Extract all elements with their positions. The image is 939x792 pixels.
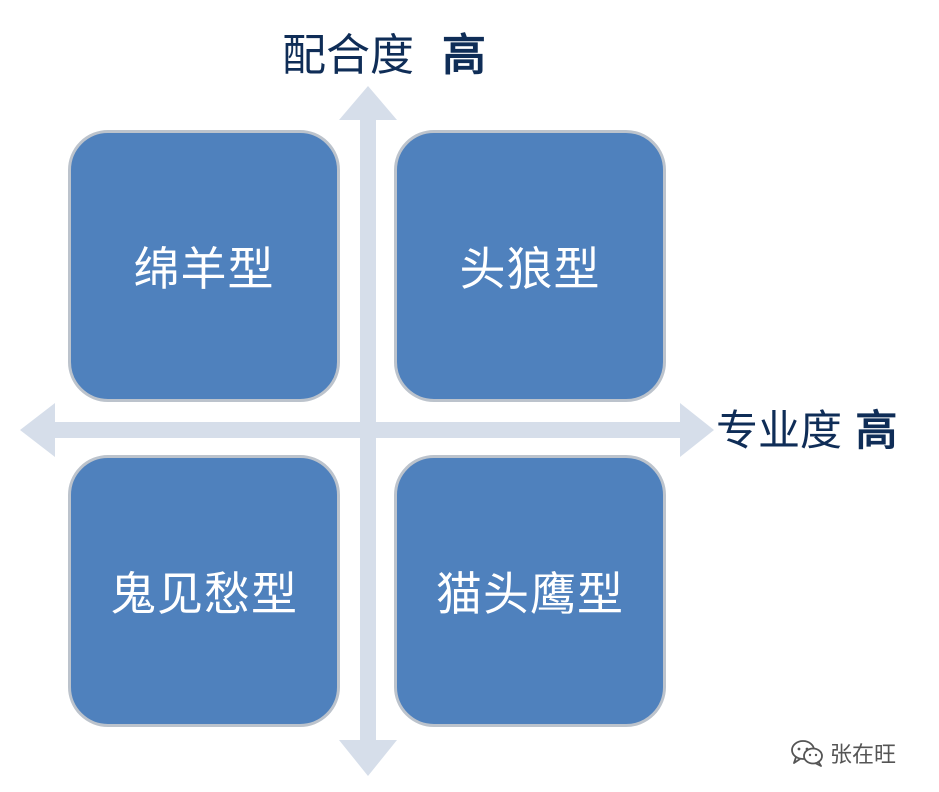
quadrant-top-right: 头狼型 [394,130,666,402]
x-axis-title: 专业度 [716,406,843,455]
quadrant-top-left-label: 绵羊型 [133,242,275,296]
watermark: 张在旺 [790,738,896,768]
wechat-icon [791,740,823,767]
y-axis-label: 配合度 高 [282,34,486,78]
quadrant-top-right-label: 头狼型 [459,242,601,296]
quadrant-top-left: 绵羊型 [68,130,340,402]
x-axis-label: 专业度 高 [716,410,897,452]
horizontal-axis-arrow [20,403,714,457]
watermark-text: 张在旺 [830,743,897,768]
quadrant-bottom-left-label: 鬼见愁型 [110,567,298,621]
x-axis-level: 高 [855,406,898,455]
quadrant-bottom-right-label: 猫头鹰型 [436,567,624,621]
quadrant-bottom-right: 猫头鹰型 [394,455,666,727]
quadrant-bottom-left: 鬼见愁型 [68,455,340,727]
y-axis-level: 高 [441,30,486,81]
y-axis-title: 配合度 [282,30,414,81]
